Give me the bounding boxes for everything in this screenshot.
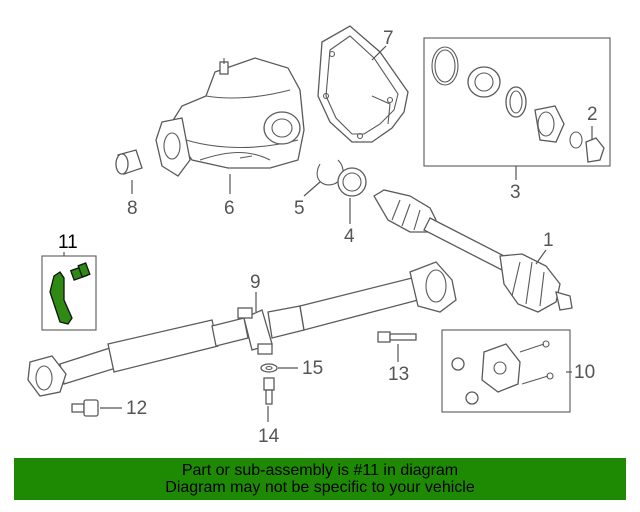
- part-14-bolt[interactable]: [263, 377, 275, 405]
- part-12-bolt[interactable]: [71, 399, 99, 417]
- banner-line-2: Diagram may not be specific to your vehi…: [165, 479, 475, 496]
- info-banner: Part or sub-assembly is #11 in diagram D…: [14, 458, 626, 500]
- part-9-propeller-shaft[interactable]: [27, 261, 457, 397]
- callout-4: 4: [344, 226, 355, 247]
- part-5-snap-ring[interactable]: [316, 159, 344, 186]
- callout-10: 10: [574, 362, 595, 383]
- part-11-bracket[interactable]: [49, 271, 73, 325]
- part-1-axle-shaft[interactable]: [373, 189, 573, 313]
- callout-15: 15: [302, 358, 323, 379]
- part-6-differential-housing[interactable]: [155, 57, 305, 177]
- part-15-washer[interactable]: [260, 363, 278, 373]
- part-13-bolt[interactable]: [377, 331, 417, 343]
- part-8-bushing[interactable]: [115, 149, 143, 175]
- callout-1: 1: [543, 230, 554, 251]
- part-10-flex-disc-kit[interactable]: [441, 329, 571, 413]
- callout-8: 8: [127, 198, 138, 219]
- callout-14: 14: [258, 426, 280, 447]
- callout-6: 6: [224, 198, 235, 219]
- part-11-box[interactable]: [41, 255, 97, 331]
- callout-3: 3: [510, 182, 521, 203]
- part-7-cover[interactable]: [317, 25, 409, 143]
- banner-line-1: Part or sub-assembly is #11 in diagram: [181, 462, 459, 479]
- callout-11: 11: [58, 232, 78, 253]
- callout-2: 2: [587, 104, 598, 125]
- callout-5: 5: [294, 198, 305, 219]
- part-4-seal[interactable]: [337, 167, 367, 197]
- callout-9: 9: [250, 272, 261, 293]
- part-3-cv-joint-kit[interactable]: [423, 37, 611, 167]
- callout-7: 7: [383, 28, 394, 49]
- callout-12: 12: [126, 398, 147, 419]
- callout-13: 13: [388, 364, 409, 385]
